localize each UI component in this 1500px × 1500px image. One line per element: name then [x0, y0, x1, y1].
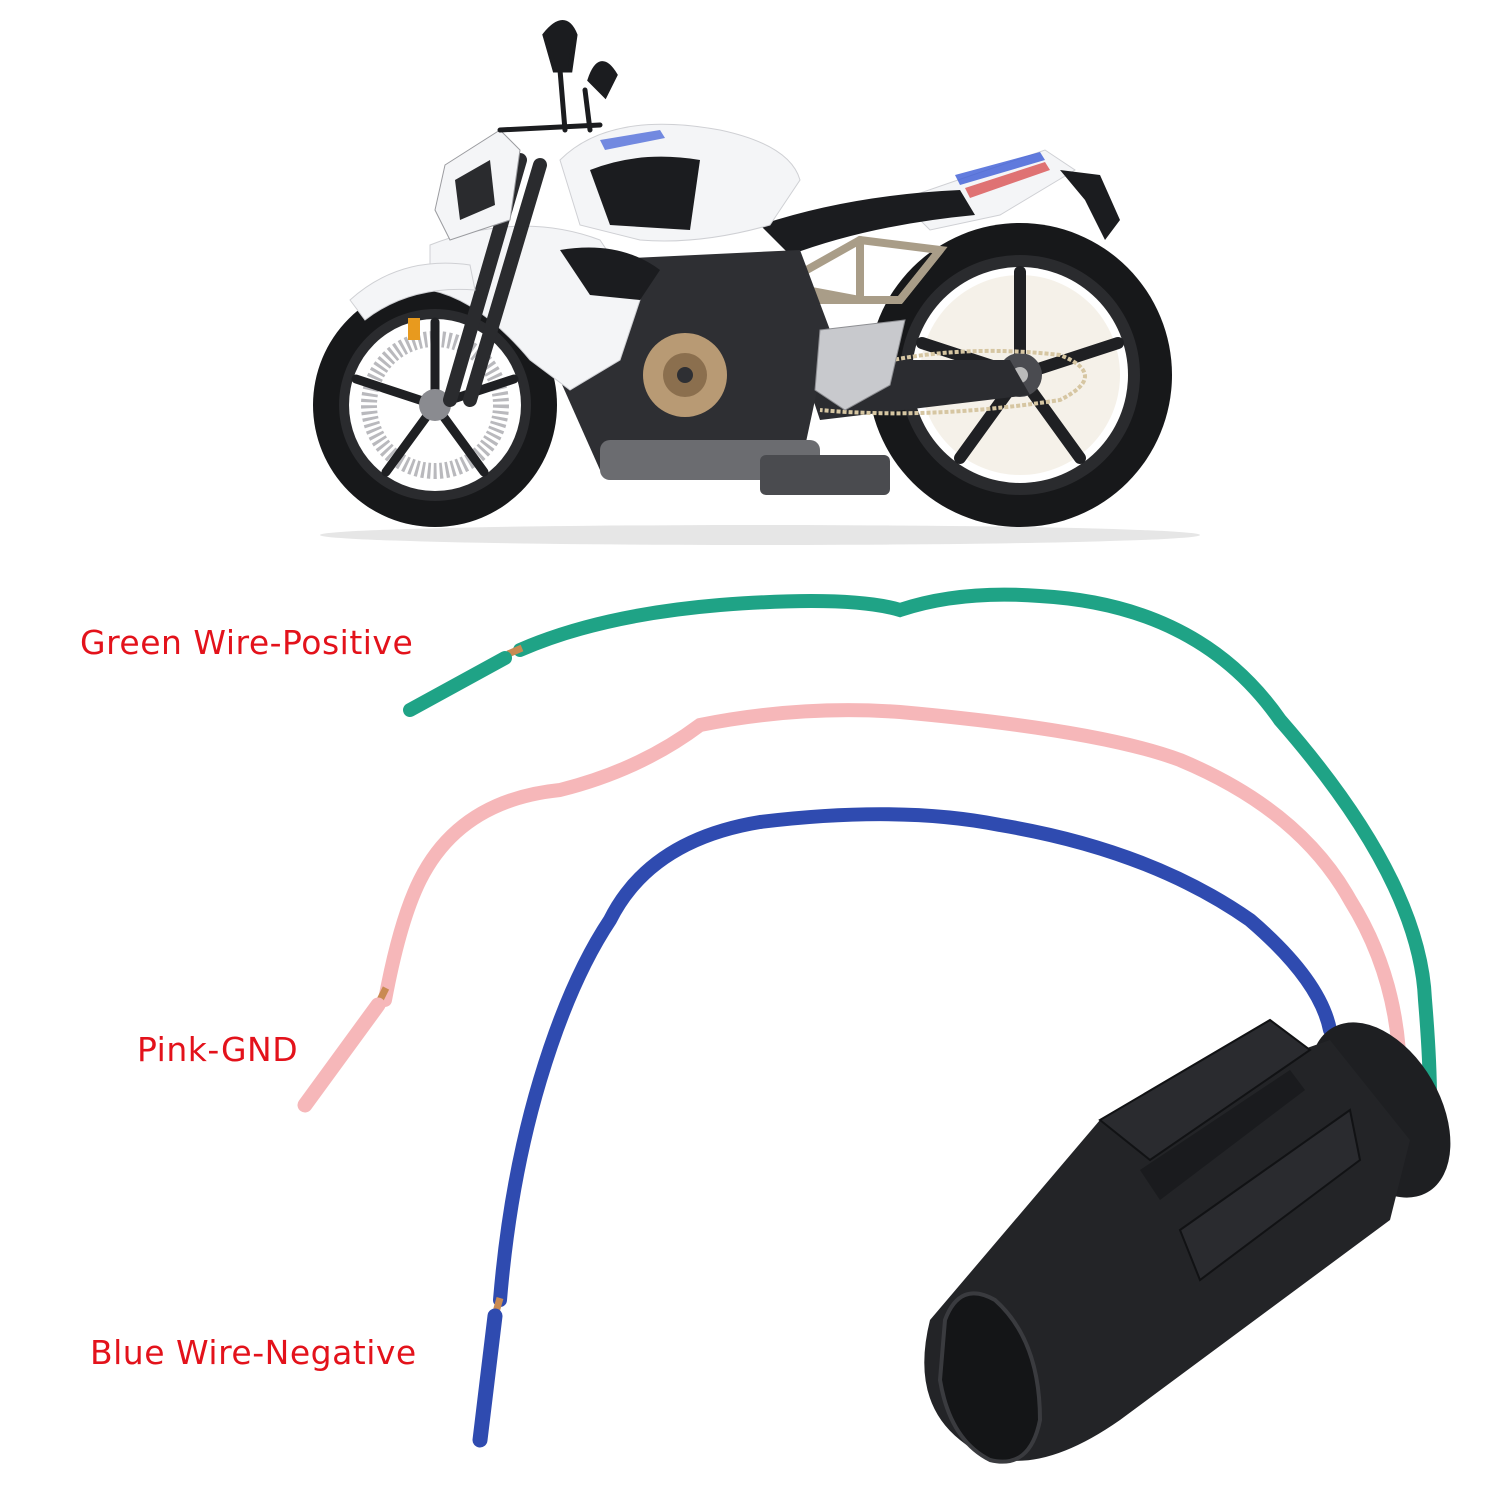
- green-wire-label: Green Wire-Positive: [80, 623, 414, 662]
- connector-latch: [1098, 1018, 1312, 1162]
- front-wheel: [313, 283, 557, 527]
- seat: [760, 190, 975, 255]
- blue-wire: [472, 807, 1337, 1448]
- connector-socket: [937, 1291, 1043, 1464]
- handlebar-mirrors: [497, 20, 618, 133]
- pink-wire: [297, 703, 1407, 1113]
- reflector: [408, 318, 420, 340]
- green-wire: [403, 587, 1437, 1107]
- motorcycle-image: [313, 20, 1200, 545]
- footpeg-bracket: [814, 319, 906, 411]
- front-fender: [349, 262, 476, 321]
- ground-shadow: [320, 525, 1200, 545]
- blue-wire-label: Blue Wire-Negative: [90, 1333, 417, 1372]
- connector-plug: [924, 1018, 1451, 1464]
- pink-wire-label: Pink-GND: [137, 1030, 299, 1069]
- connector-body: [924, 1040, 1410, 1461]
- connector-tab: [1178, 1108, 1362, 1282]
